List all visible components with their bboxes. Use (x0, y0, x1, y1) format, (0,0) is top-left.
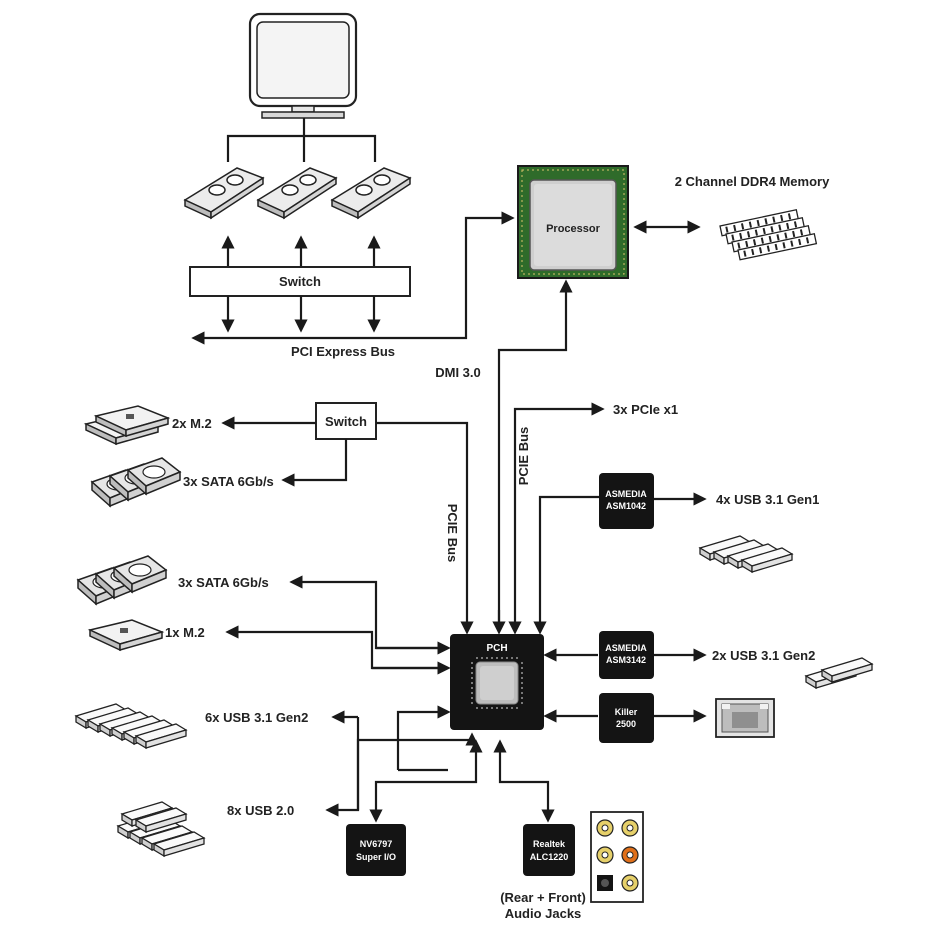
ethernet-port-icon (715, 698, 775, 738)
pcie-bus-left-label: PCIE Bus (445, 504, 460, 563)
killer-lan-chip (599, 693, 654, 743)
usb31-gen2-left-label: 6x USB 3.1 Gen2 (205, 710, 308, 725)
m2-top-label: 2x M.2 (172, 416, 212, 431)
pci-express-bus-label: PCI Express Bus (291, 344, 395, 359)
usb-drive-icon-gen1 (699, 535, 793, 573)
monitor-icon (248, 12, 358, 119)
dmi-label: DMI 3.0 (435, 365, 481, 380)
usb-drive-icon-gen2-left (75, 703, 187, 749)
sata-top-label: 3x SATA 6Gb/s (183, 474, 274, 489)
usb31-gen1-label: 4x USB 3.1 Gen1 (716, 492, 819, 507)
realtek-line1: Realtek (533, 839, 566, 849)
m2-ssd-icon-mid (89, 619, 163, 651)
usb20-label: 8x USB 2.0 (227, 803, 294, 818)
superio-chip (346, 824, 406, 876)
pci-switch-label: Switch (279, 274, 321, 289)
usb31-gen2-right-label: 2x USB 3.1 Gen2 (712, 648, 815, 663)
asm1042-line1: ASMEDIA (605, 489, 647, 499)
graphics-card-icon-2 (257, 167, 337, 219)
killer-line1: Killer (615, 707, 638, 717)
memory-label: 2 Channel DDR4 Memory (675, 174, 830, 189)
storage-switch-label: Switch (325, 414, 367, 429)
asm1042-line2: ASM1042 (606, 501, 646, 511)
superio-line1: NV6797 (360, 839, 393, 849)
audio-jacks-icon (590, 811, 644, 903)
realtek-line2: ALC1220 (530, 852, 569, 862)
usb-drive-icon-gen2-right (805, 657, 873, 689)
realtek-chip (523, 824, 575, 876)
pcie-x1-label: 3x PCIe x1 (613, 402, 678, 417)
usb-drive-icon-usb20 (117, 801, 205, 857)
pch-chip (450, 634, 544, 730)
audio-jacks-line1: (Rear + Front) (500, 890, 586, 905)
pcie-bus-right-label: PCIE Bus (516, 427, 531, 486)
pch-label: PCH (486, 643, 507, 654)
asm1042-chip (599, 473, 654, 529)
audio-jacks-line2: Audio Jacks (505, 906, 582, 921)
processor-label: Processor (546, 223, 601, 235)
m2-mid-label: 1x M.2 (165, 625, 205, 640)
asm3142-chip (599, 631, 654, 679)
graphics-card-icon-3 (331, 167, 411, 219)
asm3142-line1: ASMEDIA (605, 643, 647, 653)
asm3142-line2: ASM3142 (606, 655, 646, 665)
graphics-card-icon-1 (184, 167, 264, 219)
processor-chip (517, 165, 629, 279)
superio-line2: Super I/O (356, 852, 396, 862)
killer-line2: 2500 (616, 719, 636, 729)
memory-modules-icon (719, 209, 818, 261)
sata-mid-label: 3x SATA 6Gb/s (178, 575, 269, 590)
